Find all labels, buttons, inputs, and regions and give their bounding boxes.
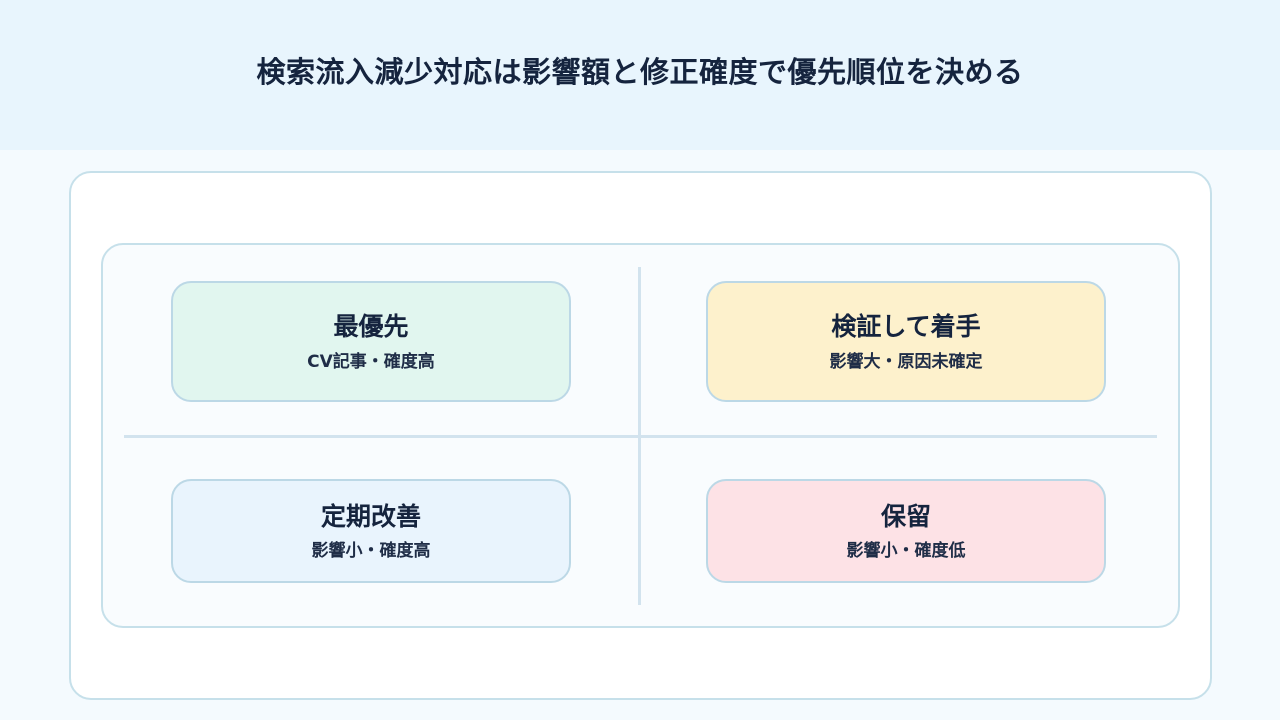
quadrant-title: 最優先	[333, 312, 409, 342]
quadrant-title: 定期改善	[320, 501, 421, 531]
quadrant-bottom-left: 定期改善 影響小・確度高	[171, 479, 571, 583]
quadrant-subtitle: 影響小・確度高	[311, 541, 431, 562]
quadrant-top-right: 検証して着手 影響大・原因未確定	[706, 281, 1106, 402]
quadrant-subtitle: CV記事・確度高	[307, 351, 435, 372]
horizontal-axis-divider	[124, 435, 1157, 438]
quadrant-bottom-right: 保留 影響小・確度低	[706, 479, 1106, 583]
quadrant-title: 保留	[880, 501, 931, 531]
header: 検索流入減少対応は影響額と修正確度で優先順位を決める	[0, 0, 1280, 150]
quadrant-subtitle: 影響大・原因未確定	[829, 351, 983, 372]
quadrant-top-left: 最優先 CV記事・確度高	[171, 281, 571, 402]
page-title: 検索流入減少対応は影響額と修正確度で優先順位を決める	[256, 55, 1024, 89]
quadrant-subtitle: 影響小・確度低	[846, 541, 966, 562]
quadrant-title: 検証して着手	[831, 312, 981, 342]
